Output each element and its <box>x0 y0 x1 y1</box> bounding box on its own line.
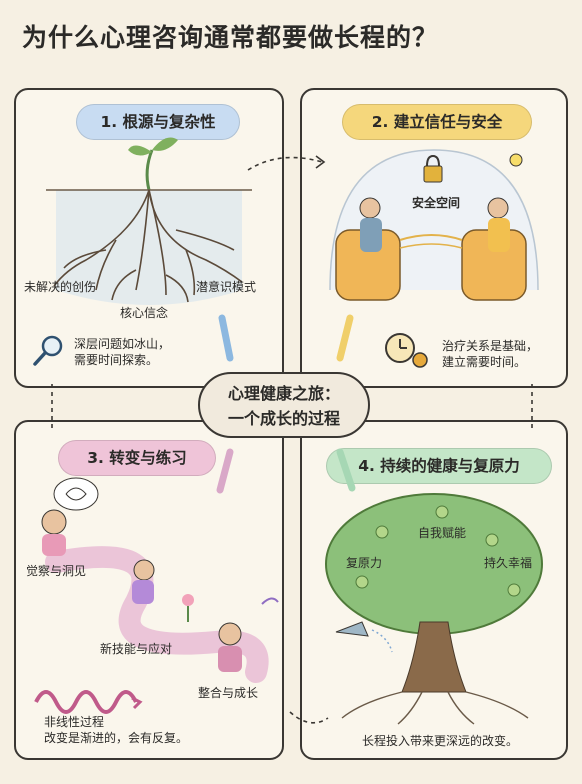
panel-change-note: 非线性过程改变是渐进的，会有反复。 <box>44 715 189 745</box>
label-resilience: 复原力 <box>346 556 383 570</box>
roots-illustration <box>46 137 252 305</box>
label-integrate-grow: 整合与成长 <box>198 686 259 700</box>
panel-trust: 2. 建立信任与安全 安全空间 治疗关系是基础，建立需要时间。 <box>300 88 568 388</box>
tree-illustration <box>325 493 543 725</box>
label-subconscious-patterns: 潜意识模式 <box>196 280 257 294</box>
label-insight: 觉察与洞见 <box>26 564 87 578</box>
page-title: 为什么心理咨询通常都要做长程的？ <box>22 23 439 52</box>
panel-roots: 1. 根源与复杂性 未解决的创伤 核心信念 潜意识模式 深层问题如冰山，需要时间… <box>14 88 284 388</box>
panel-resilience-note: 长程投入带来更深远的改变。 <box>362 734 519 748</box>
label-lasting-wellbeing: 持久幸福 <box>484 556 533 570</box>
label-self-empowerment: 自我赋能 <box>418 526 467 540</box>
center-bubble: 心理健康之旅： 一个成长的过程 <box>198 372 370 438</box>
panel-resilience-header: 4. 持续的健康与复原力 <box>326 448 552 484</box>
panel-trust-note: 治疗关系是基础，建立需要时间。 <box>442 339 539 369</box>
panel-roots-note: 深层问题如冰山，需要时间探索。 <box>74 337 171 367</box>
panel-change: 3. 转变与练习 觉察与洞见 新技能与应对 整合与成长 非线性过程改变是渐进的，… <box>14 420 284 760</box>
panel-roots-header: 1. 根源与复杂性 <box>76 104 240 140</box>
clock-gear-icon <box>385 333 428 368</box>
center-line-2: 一个成长的过程 <box>227 409 340 428</box>
label-core-beliefs: 核心信念 <box>120 306 169 320</box>
panel-change-header: 3. 转变与练习 <box>58 440 216 476</box>
label-safe-space: 安全空间 <box>412 196 461 210</box>
therapy-session-illustration <box>329 149 539 301</box>
center-line-1: 心理健康之旅： <box>227 384 340 403</box>
panel-trust-header: 2. 建立信任与安全 <box>342 104 532 140</box>
label-new-skills: 新技能与应对 <box>100 642 173 656</box>
magnifier-icon <box>33 335 63 366</box>
label-unresolved-trauma: 未解决的创伤 <box>24 280 97 294</box>
panel-resilience: 4. 持续的健康与复原力 自我赋能 复原力 持久幸福 长程投入带来更深远的改变。 <box>300 420 568 760</box>
change-path-illustration <box>34 477 279 714</box>
